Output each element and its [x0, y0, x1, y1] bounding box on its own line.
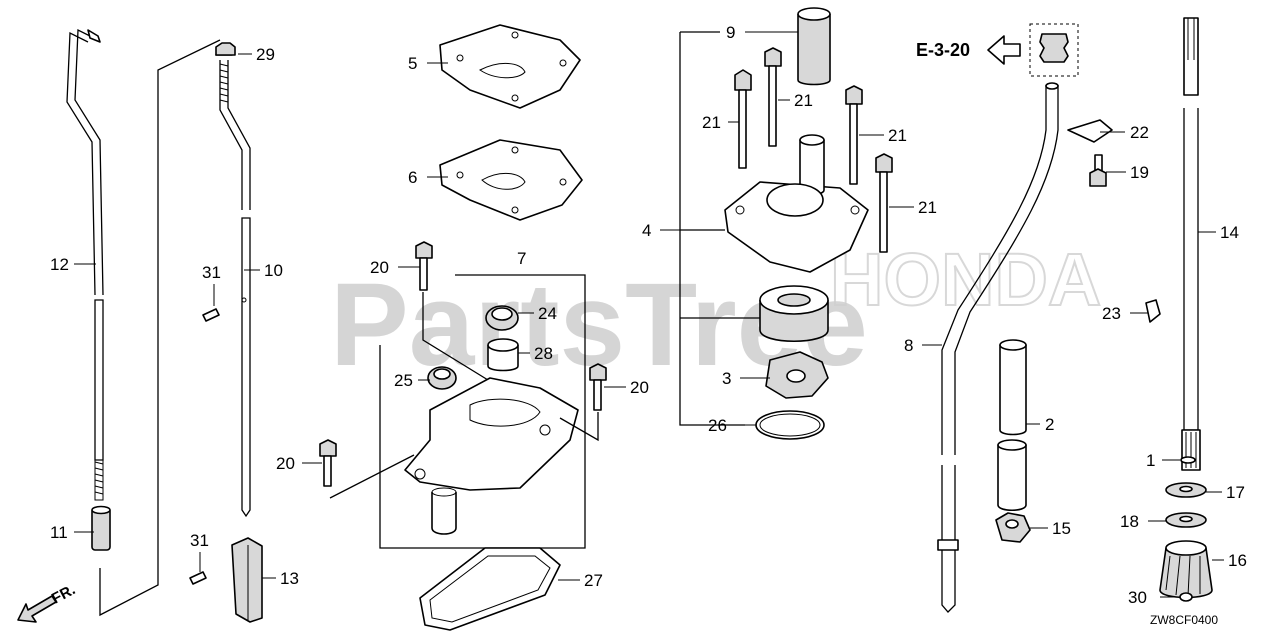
pump-cover[interactable]: [724, 134, 869, 273]
callout-31-lower[interactable]: 31: [190, 531, 209, 550]
reference-box: [1029, 23, 1079, 77]
callout-28[interactable]: 28: [534, 344, 553, 363]
shift-rod-12[interactable]: [66, 28, 104, 501]
tube-9[interactable]: [797, 7, 831, 86]
group-7-box: [379, 274, 586, 549]
callout-6[interactable]: 6: [408, 168, 417, 187]
diagram-code: ZW8CF0400: [1150, 613, 1218, 627]
callout-14[interactable]: 14: [1220, 223, 1239, 242]
callout-20-upper[interactable]: 20: [370, 258, 389, 277]
callout-26[interactable]: 26: [708, 416, 727, 435]
vertical-shaft-14[interactable]: [1181, 17, 1201, 471]
callout-20-lower[interactable]: 20: [276, 454, 295, 473]
plate-22[interactable]: [1067, 119, 1113, 143]
pump-housing[interactable]: [404, 377, 579, 535]
nut-29[interactable]: [215, 42, 236, 56]
circlip-30[interactable]: [1179, 592, 1193, 602]
bolt-21-c[interactable]: [845, 85, 863, 185]
callout-2[interactable]: 2: [1045, 415, 1054, 434]
bolt-21-d[interactable]: [875, 153, 893, 253]
connector-11[interactable]: [91, 505, 111, 551]
callout-21-a[interactable]: 21: [702, 113, 721, 132]
leader-lines: [74, 31, 1224, 598]
bolt-19[interactable]: [1089, 154, 1107, 187]
callout-5[interactable]: 5: [408, 54, 417, 73]
callout-1[interactable]: 1: [1146, 451, 1155, 470]
callout-17[interactable]: 17: [1226, 483, 1245, 502]
group-boundary-line: [99, 39, 221, 617]
callout-7[interactable]: 7: [517, 249, 526, 268]
callout-27[interactable]: 27: [584, 571, 603, 590]
clip-23[interactable]: [1145, 299, 1161, 323]
plate-6[interactable]: [439, 139, 583, 221]
callout-23[interactable]: 23: [1102, 304, 1121, 323]
washer-18[interactable]: [1165, 512, 1207, 528]
callout-16[interactable]: 16: [1228, 551, 1247, 570]
grommet-2[interactable]: [997, 339, 1027, 512]
callout-11[interactable]: 11: [50, 523, 68, 542]
gasket-27[interactable]: [419, 547, 561, 631]
gear-16[interactable]: [1159, 540, 1213, 599]
leader-20-upper: [422, 292, 489, 381]
callout-12[interactable]: 12: [50, 255, 69, 274]
callout-29[interactable]: 29: [256, 45, 275, 64]
callout-31-upper[interactable]: 31: [202, 263, 221, 282]
callout-10[interactable]: 10: [264, 261, 283, 280]
callout-8[interactable]: 8: [904, 336, 913, 355]
seal-15[interactable]: [995, 512, 1031, 543]
callout-21-c[interactable]: 21: [888, 126, 907, 145]
joint-13[interactable]: [231, 537, 263, 623]
grommet-ref: [1039, 33, 1069, 63]
callout-15[interactable]: 15: [1052, 519, 1071, 538]
washer-17[interactable]: [1165, 482, 1207, 498]
reference-arrow: [987, 35, 1021, 65]
callout-24[interactable]: 24: [538, 304, 557, 323]
reference-label[interactable]: E-3-20: [916, 40, 970, 60]
shift-rod-10[interactable]: [215, 45, 251, 518]
plate-5[interactable]: [439, 24, 581, 109]
callout-21-d[interactable]: 21: [918, 198, 937, 217]
bolt-21-a[interactable]: [734, 69, 752, 169]
callouts: 12 11 29 10 31 31 13 5 6 7 20 24 28 25 2…: [50, 23, 1247, 607]
seal-25[interactable]: [427, 366, 457, 390]
callout-9[interactable]: 9: [726, 23, 735, 42]
bolt-20-right[interactable]: [589, 363, 607, 411]
circlip-1[interactable]: [1180, 456, 1196, 464]
bolt-20-lower[interactable]: [319, 439, 337, 487]
callout-21-b[interactable]: 21: [794, 91, 813, 110]
callout-13[interactable]: 13: [280, 569, 299, 588]
callout-4[interactable]: 4: [642, 221, 651, 240]
o-ring-26[interactable]: [755, 410, 825, 440]
leader-20-right: [559, 412, 599, 442]
bearing-24[interactable]: [485, 305, 519, 331]
callout-22[interactable]: 22: [1130, 123, 1149, 142]
callout-25[interactable]: 25: [394, 371, 413, 390]
callout-20-right[interactable]: 20: [630, 378, 649, 397]
group-4-bracket: [679, 32, 745, 426]
callout-3[interactable]: 3: [722, 369, 731, 388]
bolt-21-b[interactable]: [764, 47, 782, 147]
impeller-3[interactable]: [765, 351, 829, 399]
bushing-28[interactable]: [487, 338, 519, 372]
leader-20-lower: [329, 454, 415, 499]
bolt-20-upper[interactable]: [415, 241, 433, 291]
watermark-brand: HONDA: [830, 238, 1101, 321]
water-tube-8[interactable]: [937, 82, 1059, 613]
pump-liner[interactable]: [759, 285, 829, 343]
callout-30[interactable]: 30: [1128, 588, 1147, 607]
pin-31-lower[interactable]: [189, 571, 207, 585]
callout-18[interactable]: 18: [1120, 512, 1139, 531]
front-direction-arrow: FR.: [17, 581, 78, 623]
pin-31-upper[interactable]: [202, 308, 220, 322]
callout-19[interactable]: 19: [1130, 163, 1149, 182]
